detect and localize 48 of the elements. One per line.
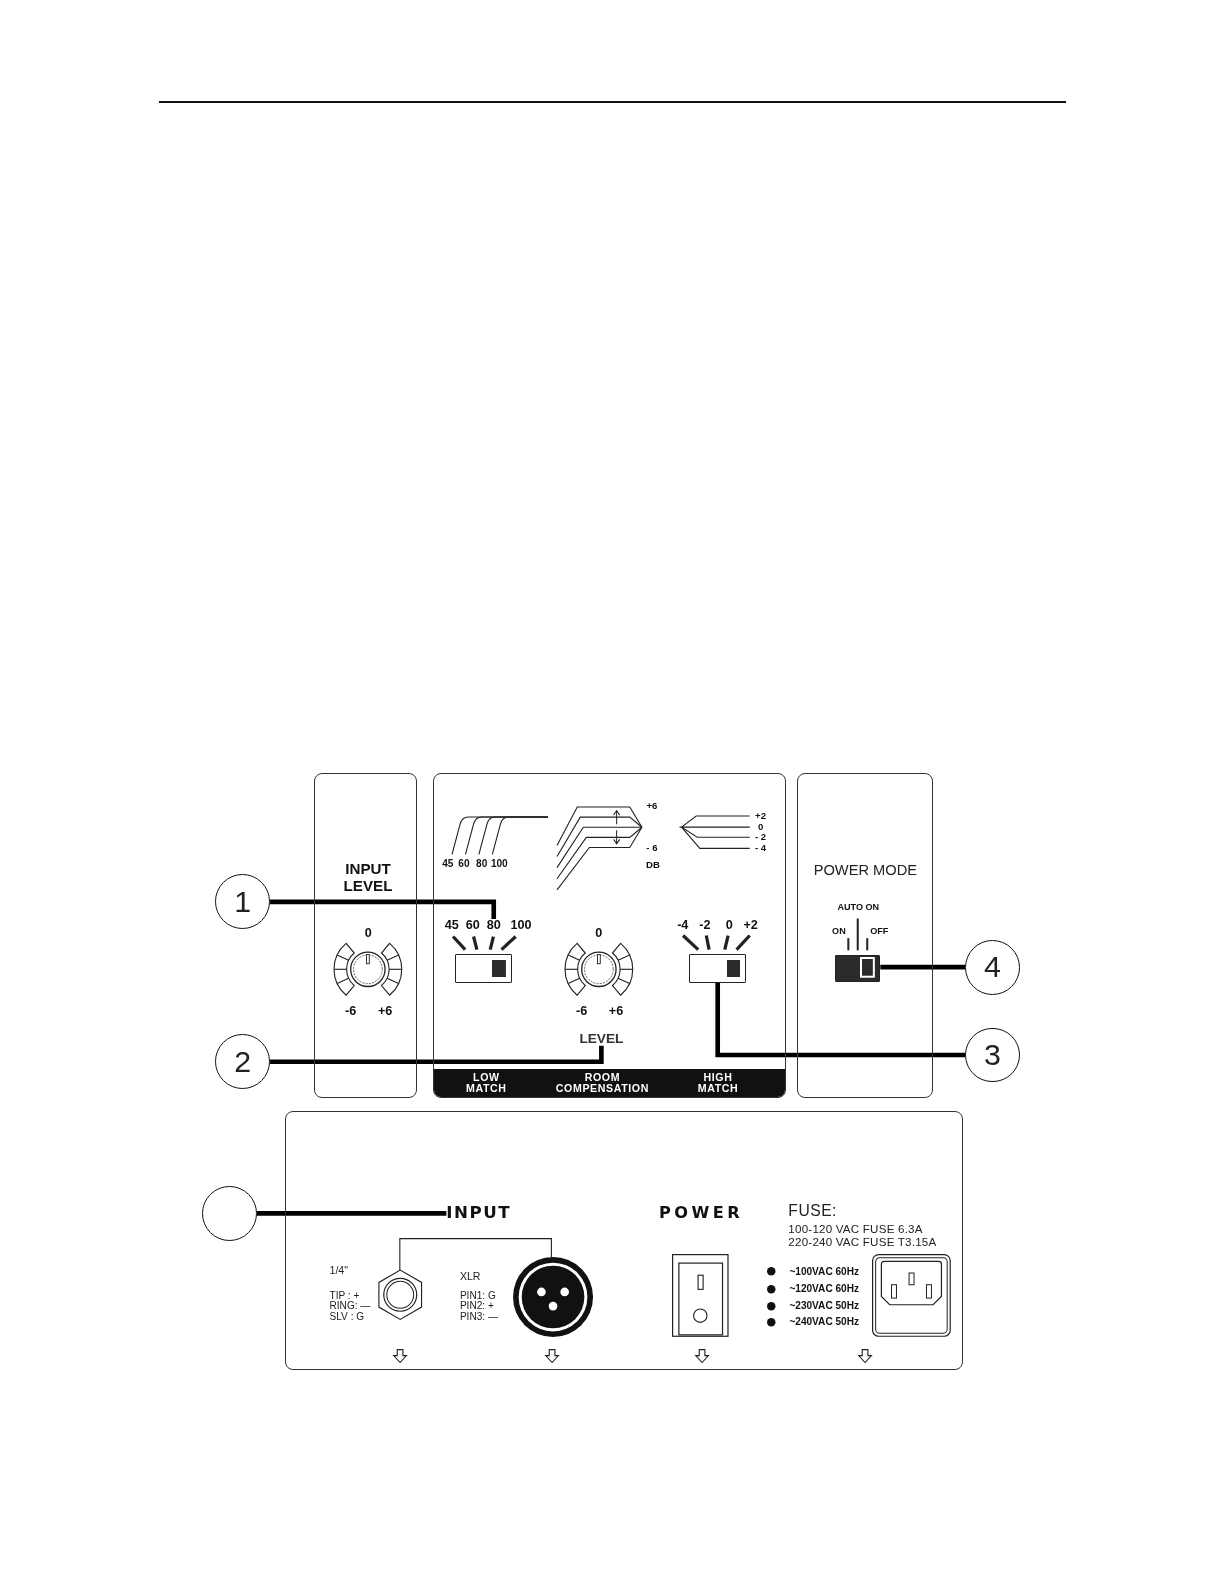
pin-label: SLV : G — [329, 1311, 365, 1323]
graph-label: 100 — [490, 858, 508, 870]
section-label: ROOM COMPENSATION — [555, 1071, 649, 1096]
panel-title: INPUT LEVEL — [343, 861, 393, 895]
scale-label: -4 — [677, 919, 689, 933]
connector-label: XLR — [459, 1271, 481, 1283]
connector-label: 1/4" — [329, 1265, 348, 1278]
section-heading: POWER — [658, 1204, 744, 1222]
graph-label: 80 — [476, 858, 488, 870]
pin-label: PIN2: + — [459, 1301, 494, 1312]
scale-label: 0 — [725, 919, 733, 933]
graph-label: DB — [646, 860, 660, 871]
scale-label: 0 — [364, 927, 372, 941]
scale-label: -6 — [345, 1005, 357, 1019]
scale-label: -6 — [576, 1005, 588, 1019]
pin-label: RING: — — [329, 1301, 371, 1312]
pin-label: TIP : + — [329, 1290, 360, 1301]
graph-label: +6 — [646, 800, 658, 811]
graph-label: - 4 — [754, 842, 767, 854]
section-label: HIGH MATCH — [697, 1071, 739, 1096]
scale-label: 45 — [444, 919, 459, 933]
graph-label: - 2 — [754, 832, 767, 843]
scale-label: 0 — [595, 927, 603, 941]
graph-label: 60 — [458, 858, 470, 870]
section-label: LOW MATCH — [466, 1071, 507, 1096]
switch-label: OFF — [870, 926, 889, 937]
switch-label: ON — [832, 926, 846, 937]
switch-label: AUTO ON — [837, 903, 880, 914]
scale-label: +2 — [743, 919, 758, 933]
voltage-label: ~120VAC 60Hz — [789, 1283, 860, 1295]
scale-label: +6 — [608, 1005, 624, 1019]
fuse-rating: 100-120 VAC FUSE 6.3A — [788, 1222, 923, 1236]
panel-title: POWER MODE — [813, 863, 918, 879]
fuse-rating: 220-240 VAC FUSE T3.15A — [788, 1235, 937, 1248]
scale-label: 60 — [465, 919, 480, 933]
pin-label: PIN3: — — [459, 1311, 499, 1323]
scale-label: +6 — [377, 1005, 393, 1019]
voltage-label: ~240VAC 50Hz — [789, 1317, 860, 1328]
voltage-label: ~100VAC 60Hz — [789, 1266, 860, 1277]
scale-label: -2 — [699, 919, 711, 933]
scale-label: 100 — [510, 919, 532, 933]
graph-label: 45 — [442, 858, 454, 870]
fuse-heading: FUSE: — [788, 1202, 837, 1219]
voltage-label: ~230VAC 50Hz — [789, 1300, 860, 1312]
graph-label: 0 — [757, 821, 764, 832]
pin-label: PIN1: G — [459, 1290, 496, 1301]
graph-label: +2 — [755, 810, 767, 821]
graph-label: - 6 — [646, 842, 658, 854]
